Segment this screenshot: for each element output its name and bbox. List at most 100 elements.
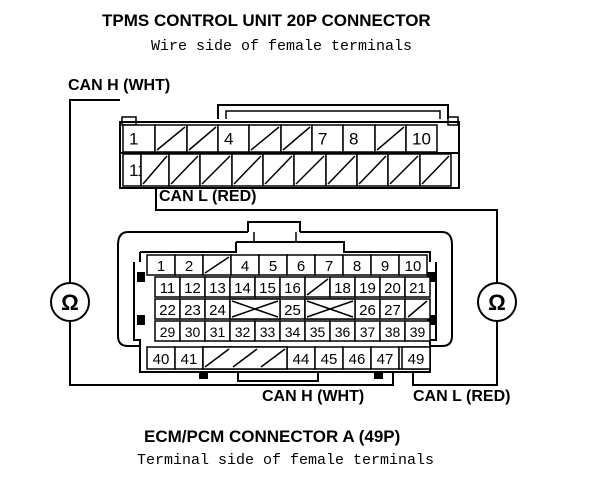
terminal-number: 24 xyxy=(209,302,226,319)
terminal-cell: 38 xyxy=(379,320,406,342)
terminal-cell: 39 xyxy=(404,320,431,342)
unused-terminal-slash xyxy=(306,278,329,296)
terminal-number: 45 xyxy=(321,351,338,368)
terminal-cell xyxy=(248,124,282,153)
right-ohm-symbol: Ω xyxy=(488,290,506,315)
terminal-number: 26 xyxy=(359,302,376,319)
terminal-cell xyxy=(280,124,313,153)
terminal-cell: 8 xyxy=(342,254,372,276)
terminal-cell: 12 xyxy=(179,276,206,298)
terminal-cell: 1 xyxy=(122,124,156,153)
terminal-cell: 37 xyxy=(354,320,381,342)
terminal-number: 15 xyxy=(259,280,276,297)
terminal-cell: 15 xyxy=(254,276,281,298)
terminal-cell: 41 xyxy=(174,346,204,370)
terminal-cell: 40 xyxy=(146,346,176,370)
unused-terminal-slash xyxy=(170,155,199,185)
unused-terminal-slash xyxy=(327,155,356,185)
terminal-cell: 2 xyxy=(174,254,204,276)
terminal-number: 13 xyxy=(209,280,226,297)
top-connector xyxy=(119,104,460,189)
terminal-number: 32 xyxy=(235,324,251,340)
terminal-number: 5 xyxy=(269,258,277,275)
can-l-top-label: CAN L (RED) xyxy=(159,188,257,205)
unused-terminal-slash xyxy=(295,155,325,185)
terminal-number: 9 xyxy=(381,258,389,275)
unused-terminal-slash xyxy=(407,300,428,318)
terminal-number: 25 xyxy=(284,302,301,319)
terminal-number: 4 xyxy=(241,258,249,275)
unused-terminal-slash xyxy=(421,155,450,185)
terminal-number: 22 xyxy=(159,302,176,319)
terminal-number: 10 xyxy=(405,258,422,275)
terminal-cell: 24 xyxy=(204,298,231,320)
unused-terminal-slash xyxy=(389,155,419,185)
terminal-cell: 35 xyxy=(304,320,331,342)
terminal-cell: 34 xyxy=(279,320,306,342)
terminal-number: 46 xyxy=(349,351,366,368)
bottom-connector-subtitle: Terminal side of female terminals xyxy=(137,452,435,469)
terminal-cell xyxy=(374,124,407,153)
terminal-cell: 20 xyxy=(379,276,406,298)
unused-terminal-slash xyxy=(188,126,217,151)
unused-terminal-slash xyxy=(201,155,231,185)
terminal-number: 7 xyxy=(318,130,327,149)
terminal-number: 40 xyxy=(153,351,170,368)
can-h-bottom-label: CAN H (WHT) xyxy=(262,388,365,405)
left-ohmmeter: Ω xyxy=(50,282,90,322)
top-connector-subtitle: Wire side of female terminals xyxy=(151,38,413,55)
terminal-cell: 8 xyxy=(342,124,376,153)
terminal-number: 19 xyxy=(359,280,376,297)
terminal-cell: 4 xyxy=(217,124,250,153)
terminal-cell xyxy=(325,153,358,187)
bottom-wires xyxy=(69,320,498,386)
terminal-number: 49 xyxy=(408,351,425,368)
terminal-cell: 10 xyxy=(398,254,428,276)
top-connector-title: TPMS CONTROL UNIT 20P CONNECTOR xyxy=(102,11,431,30)
blocked-terminal-x xyxy=(304,298,356,320)
terminal-number: 31 xyxy=(210,324,226,340)
terminal-number: 10 xyxy=(412,130,431,149)
can-h-top-label: CAN H (WHT) xyxy=(68,77,171,94)
terminal-cell: 16 xyxy=(279,276,306,298)
terminal-number: 1 xyxy=(129,130,138,149)
terminal-number: 27 xyxy=(384,302,401,319)
bottom-connector xyxy=(117,221,453,382)
bottom-connector-title: ECM/PCM CONNECTOR A (49P) xyxy=(144,427,401,446)
terminal-cell xyxy=(231,153,264,187)
unused-terminal-slash xyxy=(156,126,186,151)
terminal-number: 41 xyxy=(181,351,198,368)
unused-terminal-slash xyxy=(233,155,262,185)
unused-terminal-slash xyxy=(358,155,387,185)
terminal-cell: 30 xyxy=(179,320,206,342)
terminal-number: 11 xyxy=(160,280,176,297)
terminal-cell: 23 xyxy=(179,298,206,320)
terminal-number: 7 xyxy=(325,258,333,275)
wire-can-l-top xyxy=(155,188,498,283)
terminal-cell: 27 xyxy=(379,298,406,320)
terminal-cell xyxy=(168,153,201,187)
terminal-cell: 25 xyxy=(279,298,306,320)
terminal-cell: 29 xyxy=(154,320,181,342)
terminal-cell: 11 xyxy=(154,276,181,298)
terminal-cell: 32 xyxy=(229,320,256,342)
terminal-cell: 9 xyxy=(370,254,400,276)
terminal-cell: 13 xyxy=(204,276,231,298)
terminal-number: 8 xyxy=(349,130,358,149)
terminal-cell: 22 xyxy=(154,298,181,320)
terminal-cell: 46 xyxy=(342,346,372,370)
blocked-terminal-x xyxy=(229,298,281,320)
terminal-number: 44 xyxy=(293,351,310,368)
terminal-number: 8 xyxy=(353,258,361,275)
terminal-cell: 5 xyxy=(258,254,288,276)
left-ohm-symbol: Ω xyxy=(61,290,79,315)
terminal-number: 4 xyxy=(224,130,233,149)
terminal-cell xyxy=(262,153,295,187)
terminal-cell: 44 xyxy=(286,346,316,370)
terminal-number: 23 xyxy=(184,302,201,319)
terminal-cell xyxy=(387,153,421,187)
top-wires xyxy=(69,99,498,283)
